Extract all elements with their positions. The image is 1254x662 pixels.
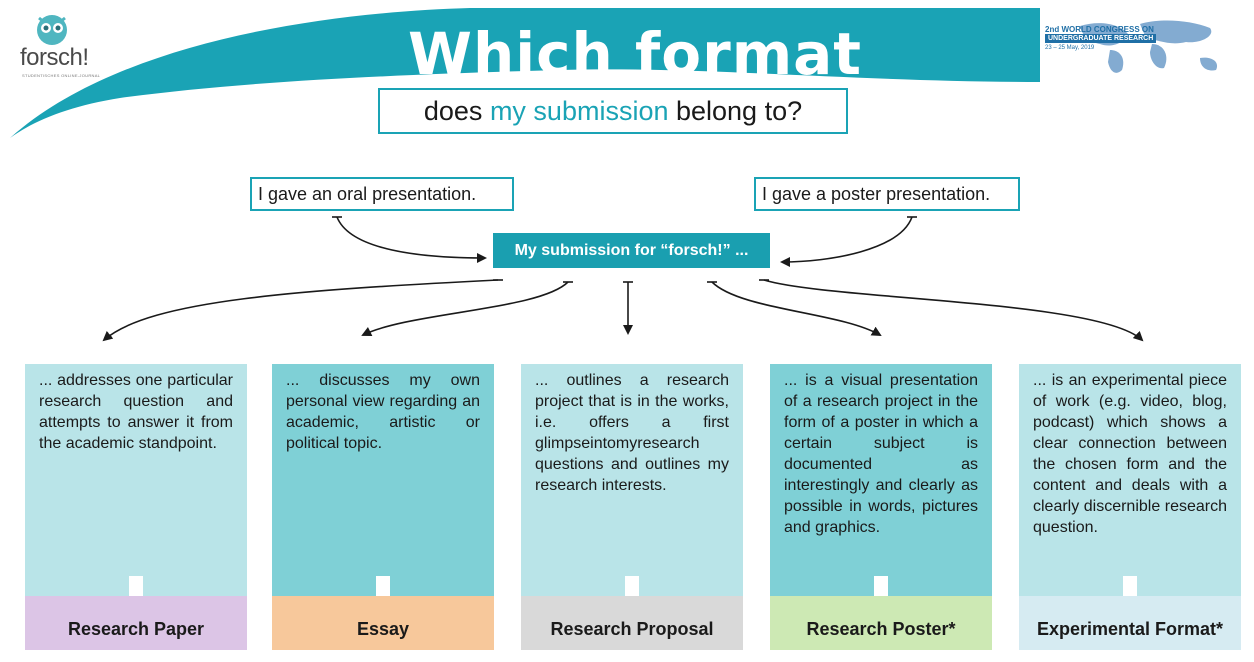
connector-experimental: [763, 279, 1144, 342]
logo-wordmark: forsch!: [20, 44, 89, 71]
poster-presentation-box: I gave a poster presentation.: [754, 177, 1020, 211]
format-label-research-poster: Research Poster*: [770, 596, 992, 650]
congress-line1: 2nd WORLD CONGRESS ON: [1045, 25, 1154, 34]
format-label-research-proposal: Research Proposal: [521, 596, 743, 650]
format-label-experimental-format: Experimental Format*: [1019, 596, 1241, 650]
oral-presentation-box: I gave an oral presentation.: [250, 177, 514, 211]
subtitle-pre: does: [423, 96, 490, 126]
format-box-research-proposal: ... outlines a research project that is …: [521, 364, 743, 620]
format-description: ... is an experimental piece of work (e.…: [1033, 372, 1227, 536]
subtitle-highlight: my submission: [489, 96, 669, 126]
page-title: Which format: [408, 20, 862, 88]
subtitle-post: belong to?: [668, 96, 803, 126]
format-description: ... outlines a research project that is …: [535, 372, 729, 494]
owl-logo-icon: [37, 15, 67, 45]
format-description: ... discusses my own personal view regar…: [286, 372, 480, 452]
connector-oral: [336, 216, 487, 263]
format-description: ... is a visual presentation of a resear…: [784, 372, 978, 536]
congress-dates: 23 – 25 May, 2019: [1045, 45, 1095, 51]
congress-line2: UNDERGRADUATE RESEARCH: [1045, 34, 1157, 43]
format-box-experimental-format: ... is an experimental piece of work (e.…: [1019, 364, 1241, 620]
connector-essay: [361, 281, 569, 336]
logo-subtitle: STUDENTISCHES ONLINE-JOURNAL: [22, 73, 101, 78]
format-label-essay: Essay: [272, 596, 494, 650]
format-box-research-poster: ... is a visual presentation of a resear…: [770, 364, 992, 620]
connector-poster-format: [711, 281, 882, 336]
connector-poster: [780, 216, 913, 267]
header-banner: [10, 8, 1040, 138]
format-label-research-paper: Research Paper: [25, 596, 247, 650]
format-box-essay: ... discusses my own personal view regar…: [272, 364, 494, 620]
connector-paper: [102, 279, 499, 342]
format-box-research-paper: ... addresses one particular research qu…: [25, 364, 247, 620]
format-description: ... addresses one particular research qu…: [39, 372, 233, 452]
page-subtitle: does my submission belong to?: [378, 88, 848, 134]
submission-center-node: My submission for “forsch!” ...: [493, 233, 770, 268]
